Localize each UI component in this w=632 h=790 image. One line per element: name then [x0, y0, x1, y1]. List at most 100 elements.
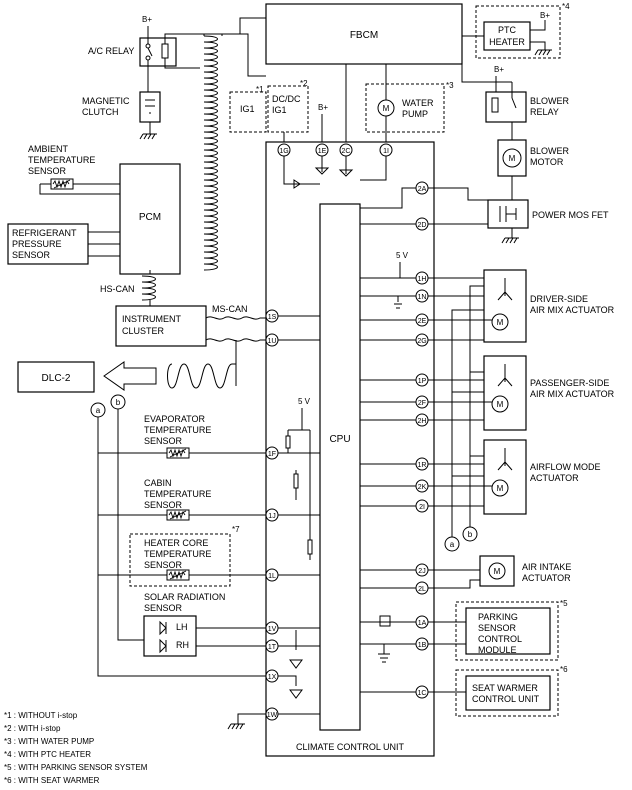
five-v-left: 5 V [298, 397, 311, 406]
parking-module-label-4: MODULE [478, 645, 517, 655]
ambient-sensor-label-3: SENSOR [28, 166, 67, 176]
note-2: *2 : WITH i-stop [4, 724, 61, 733]
connector-a-right-label: a [450, 540, 455, 549]
blower-relay-label-1: BLOWER [530, 96, 570, 106]
seat-warmer-label-1: SEAT WARMER [472, 683, 538, 693]
hs-can-label: HS-CAN [100, 284, 135, 294]
refrigerant-sensor-label-3: SENSOR [12, 250, 51, 260]
airflow-actuator-label-1: AIRFLOW MODE [530, 462, 601, 472]
dcdc-optional-frame [267, 85, 309, 133]
ms-can-label: MS-CAN [212, 304, 248, 314]
hs-can-coil [141, 270, 156, 306]
svg-text:1P: 1P [418, 378, 427, 385]
passenger-actuator-label-1: PASSENGER-SIDE [530, 378, 609, 388]
seat-warmer-optional-frame [455, 669, 559, 717]
parking-module-label-1: PARKING [478, 612, 518, 622]
ac-relay-bplus: B+ [142, 15, 152, 24]
svg-text:1H: 1H [418, 276, 427, 283]
ptc-bplus: B+ [540, 11, 550, 20]
blower-relay-label-2: RELAY [530, 107, 559, 117]
ptc-heater-label-1: PTC [498, 25, 517, 35]
svg-text:2C: 2C [342, 148, 351, 155]
cpu-box [319, 203, 361, 731]
ccu-right-pins: 2A 2D 1H 1N 2E 2G 1P 2F 2H 1R 2K 2I 2J 2… [415, 181, 429, 699]
pcm-box [119, 163, 181, 275]
svg-text:1A: 1A [418, 620, 427, 627]
heater-core-optional-frame [129, 533, 231, 587]
air-intake-label-1: AIR INTAKE [522, 562, 571, 572]
note-5: *5 : WITH PARKING SENSOR SYSTEM [4, 763, 148, 772]
fbcm-label: FBCM [350, 30, 378, 41]
dlc2-box [17, 361, 95, 393]
svg-text:2I: 2I [419, 504, 425, 511]
mark-6: *6 [560, 665, 568, 674]
airflow-actuator-m: M [497, 484, 504, 493]
solar-sensor-label-1: SOLAR RADIATION [144, 592, 225, 602]
evap-sensor-label-1: EVAPORATOR [144, 414, 206, 424]
dlc2-arrow [103, 361, 157, 391]
svg-text:2H: 2H [418, 418, 427, 425]
evap-thermistor [166, 447, 190, 459]
ptc-heater-box [483, 21, 531, 51]
magnetic-clutch-label-2: CLUTCH [82, 107, 119, 117]
ig1-label: IG1 [240, 104, 255, 114]
airflow-actuator-label-2: ACTUATOR [530, 473, 579, 483]
dcdc-label-1: DC/DC [272, 94, 301, 104]
note-4: *4 : WITH PTC HEATER [4, 750, 91, 759]
dlc2-coil [167, 363, 236, 389]
connector-b-right-label: b [468, 530, 473, 539]
svg-text:1R: 1R [418, 462, 427, 469]
blower-motor-m: M [509, 154, 516, 163]
parking-module-label-2: SENSOR [478, 623, 517, 633]
five-v-right: 5 V [396, 251, 409, 260]
evap-sensor-label-3: SENSOR [144, 436, 183, 446]
svg-text:1U: 1U [268, 338, 277, 345]
passenger-actuator-label-2: AIR MIX ACTUATOR [530, 389, 615, 399]
svg-text:1I: 1I [383, 148, 389, 155]
svg-text:1C: 1C [418, 690, 427, 697]
ccu-bplus: B+ [318, 103, 328, 112]
svg-text:1W: 1W [267, 712, 278, 719]
footnotes: *1 : WITHOUT i-stop *2 : WITH i-stop *3 … [4, 711, 148, 785]
svg-text:2K: 2K [418, 484, 427, 491]
air-intake-label-2: ACTUATOR [522, 573, 571, 583]
magnetic-clutch-box [139, 91, 161, 123]
ms-can-coil [205, 316, 268, 386]
cabin-sensor-label-3: SENSOR [144, 500, 183, 510]
svg-text:2D: 2D [418, 222, 427, 229]
power-mos-fet-label: POWER MOS FET [532, 210, 609, 220]
ac-relay-box [139, 37, 177, 67]
evap-sensor-label-2: TEMPERATURE [144, 425, 211, 435]
connector-a-label: a [96, 406, 101, 415]
svg-text:2L: 2L [418, 586, 426, 593]
ambient-sensor-label-2: TEMPERATURE [28, 155, 95, 165]
mark-4: *4 [562, 2, 570, 11]
svg-text:1V: 1V [268, 626, 277, 633]
fbcm-box [265, 3, 463, 65]
svg-text:1X: 1X [268, 674, 277, 681]
svg-text:2A: 2A [418, 186, 427, 193]
note-3: *3 : WITH WATER PUMP [4, 737, 94, 746]
water-pump-optional-frame [365, 83, 445, 133]
cabin-thermistor [166, 509, 190, 521]
connector-b-label: b [116, 398, 121, 407]
svg-text:1L: 1L [268, 573, 276, 580]
solar-rh-label: RH [176, 640, 189, 650]
ccu-top-pins: 1G 1E 2C 1I [277, 143, 393, 157]
svg-text:2F: 2F [418, 400, 426, 407]
driver-actuator-m: M [497, 318, 504, 327]
solar-sensor-label-2: SENSOR [144, 603, 183, 613]
water-pump-label-1: WATER [402, 98, 434, 108]
note-1: *1 : WITHOUT i-stop [4, 711, 78, 720]
seat-warmer-box [465, 675, 551, 711]
blower-bplus: B+ [494, 65, 504, 74]
svg-text:2E: 2E [418, 318, 427, 325]
ambient-sensor-label-1: AMBIENT [28, 144, 69, 154]
svg-text:1T: 1T [268, 644, 277, 651]
mark-1: *1 [256, 85, 264, 94]
svg-text:1J: 1J [268, 513, 275, 520]
svg-text:1G: 1G [279, 148, 288, 155]
ambient-sensor-thermistor [50, 178, 74, 190]
dcdc-label-2: IG1 [272, 105, 287, 115]
